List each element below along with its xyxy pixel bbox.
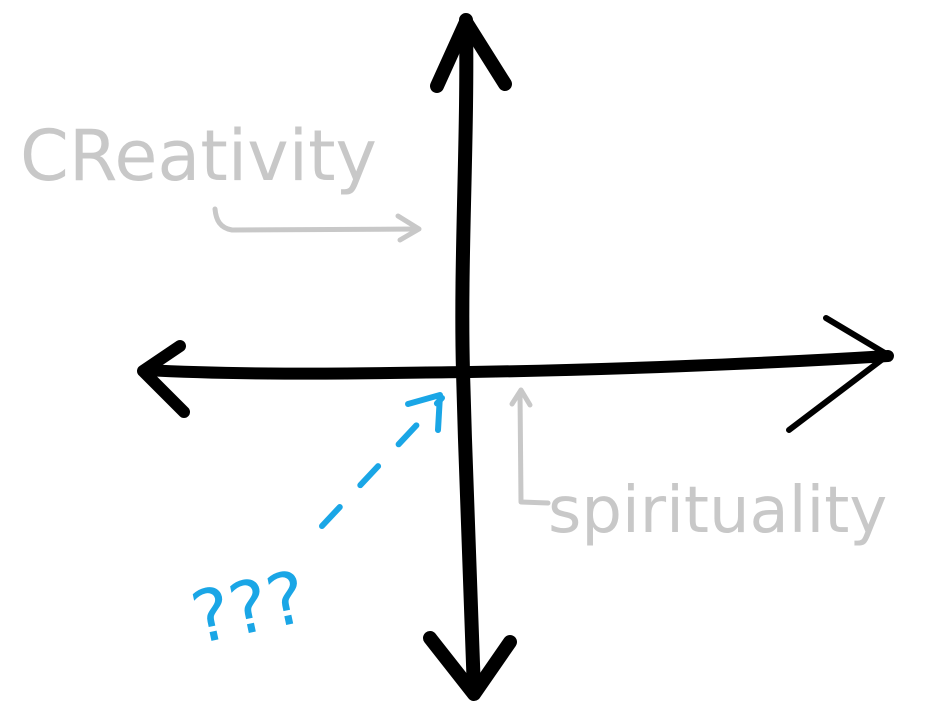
spirituality-label: spirituality xyxy=(548,474,887,548)
question-marks: ??? xyxy=(184,554,314,660)
question-arrowhead xyxy=(405,392,443,433)
down-arrowhead xyxy=(423,631,517,701)
left-arrowhead xyxy=(137,340,190,418)
vertical-axis-line xyxy=(455,13,481,699)
spirituality-annotation: spirituality xyxy=(509,387,887,548)
horizontal-axis xyxy=(137,315,894,433)
question-annotation: ??? xyxy=(184,392,445,660)
creativity-label: CReativity xyxy=(20,115,377,197)
right-arrowhead xyxy=(786,315,891,433)
creativity-arrowhead xyxy=(395,213,422,243)
horizontal-axis-line xyxy=(139,350,894,380)
spirituality-arrowhead xyxy=(509,387,533,408)
vertical-axis xyxy=(423,13,517,701)
creativity-arrow xyxy=(212,206,421,233)
question-dashed-arrow xyxy=(319,395,445,529)
spirituality-arrow xyxy=(517,389,551,506)
creativity-annotation: CReativity xyxy=(20,115,422,243)
up-arrowhead xyxy=(430,15,512,93)
